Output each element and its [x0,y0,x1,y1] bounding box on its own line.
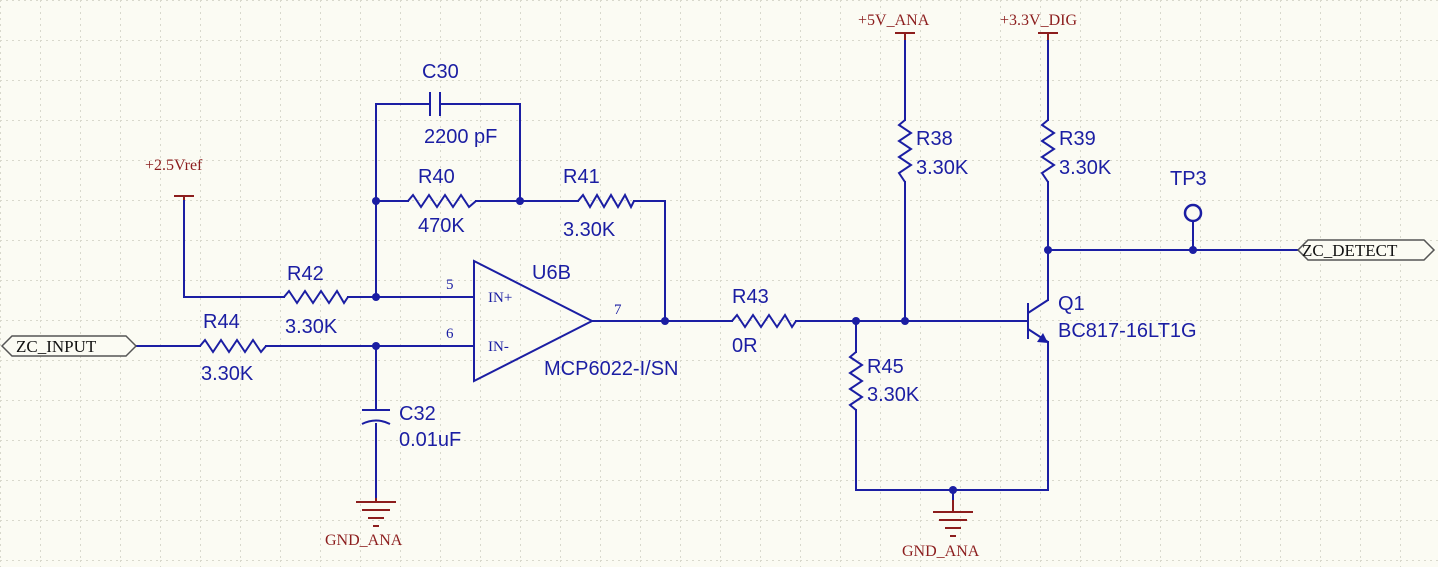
ground-right[interactable]: GND_ANA [902,500,980,560]
r40-value: 470K [418,215,465,237]
power-vref-label: +2.5Vref [145,157,203,174]
c30-value: 2200 pF [424,126,497,148]
ground-left-label: GND_ANA [325,532,403,549]
resistor-r41[interactable]: R41 3.30K [563,166,635,241]
capacitor-c30[interactable]: C30 2200 pF [422,61,497,148]
c30-ref: C30 [422,61,459,83]
port-zc-input-label: ZC_INPUT [16,337,97,356]
q1-ref: Q1 [1058,293,1085,315]
power-3v3-dig[interactable]: +3.3V_DIG [1000,12,1077,40]
u6b-value: MCP6022-I/SN [544,358,679,380]
power-5v-label: +5V_ANA [858,12,930,29]
resistor-r38[interactable]: R38 3.30K [897,119,969,183]
wires [135,32,1299,501]
power-5v-ana[interactable]: +5V_ANA [858,12,930,40]
u6b-pin7-number: 7 [614,302,622,318]
r45-ref: R45 [867,356,904,378]
r42-value: 3.30K [285,316,338,338]
r38-ref: R38 [916,128,953,150]
r38-value: 3.30K [916,157,969,179]
r44-ref: R44 [203,311,240,333]
resistor-r44[interactable]: R44 3.30K [199,311,267,385]
u6b-pin-plus: IN+ [488,290,512,306]
transistor-q1[interactable]: Q1 BC817-16LT1G [1027,293,1197,343]
c32-value: 0.01uF [399,429,461,451]
resistor-r40[interactable]: R40 470K [407,166,477,237]
u6b-pin5-number: 5 [446,277,454,293]
r42-ref: R42 [287,263,324,285]
port-zc-detect-label: ZC_DETECT [1302,241,1398,260]
resistor-r39[interactable]: R39 3.30K [1040,119,1112,183]
power-vref[interactable]: +2.5Vref [145,157,203,200]
r43-value: 0R [732,335,758,357]
resistor-r45[interactable]: R45 3.30K [848,351,920,411]
r40-ref: R40 [418,166,455,188]
ground-right-label: GND_ANA [902,543,980,560]
port-zc-detect[interactable]: ZC_DETECT [1296,239,1436,261]
u6b-pin6-number: 6 [446,326,454,342]
tp3-ref: TP3 [1170,168,1207,190]
r39-ref: R39 [1059,128,1096,150]
ground-left[interactable]: GND_ANA [325,498,403,549]
u6b-ref: U6B [532,262,571,284]
resistor-r42[interactable]: R42 3.30K [283,263,349,338]
resistor-r43[interactable]: R43 0R [731,286,797,357]
power-3v3-label: +3.3V_DIG [1000,12,1077,29]
port-zc-input[interactable]: ZC_INPUT [0,335,138,357]
r41-ref: R41 [563,166,600,188]
r39-value: 3.30K [1059,157,1112,179]
q1-value: BC817-16LT1G [1058,320,1197,342]
testpoint-tp3[interactable]: TP3 [1170,168,1207,223]
u6b-pin-minus: IN- [488,339,509,355]
opamp-u6b[interactable]: IN+ IN- 5 6 7 U6B MCP6022-I/SN [440,259,679,383]
r43-ref: R43 [732,286,769,308]
capacitor-c32[interactable]: C32 0.01uF [361,403,461,451]
c32-ref: C32 [399,403,436,425]
r44-value: 3.30K [201,363,254,385]
r45-value: 3.30K [867,384,920,406]
junctions [372,197,1197,494]
r41-value: 3.30K [563,219,616,241]
